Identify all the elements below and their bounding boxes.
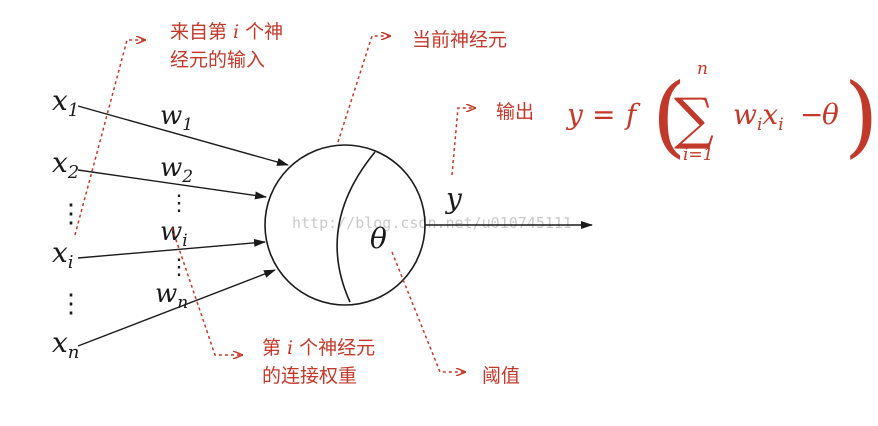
input-vdots-1: ⋮ bbox=[58, 199, 84, 229]
input-xi: xi bbox=[52, 236, 74, 273]
annotation-weight-line2: 的连接权重 bbox=[262, 365, 357, 387]
annotation-output-label: 输出 bbox=[496, 101, 534, 123]
formula-sum-lower: i=1 bbox=[683, 145, 714, 165]
leader-threshold bbox=[391, 251, 465, 372]
formula-minus: − bbox=[800, 98, 823, 131]
leader-output bbox=[451, 108, 475, 176]
watermark: http://blog.csdn.net/u010745111 bbox=[292, 214, 572, 232]
input-x1: x1 bbox=[52, 84, 79, 121]
input-vdots-2: ⋮ bbox=[58, 289, 84, 319]
annotation-input-line2: 经元的输入 bbox=[170, 49, 265, 71]
formula-sum-upper: n bbox=[697, 59, 708, 79]
leader-current-neuron bbox=[337, 36, 390, 143]
formula-equals: = bbox=[592, 98, 615, 131]
weight-vdots-2: ⋮ bbox=[168, 255, 190, 280]
formula-sum: ∑ bbox=[674, 87, 714, 152]
leader-input bbox=[74, 40, 145, 236]
annotation-current-neuron: 当前神经元 bbox=[412, 29, 507, 51]
weight-w1: w1 bbox=[160, 101, 193, 135]
formula-theta: θ bbox=[822, 98, 839, 131]
annotation-threshold: 阈值 bbox=[482, 365, 520, 387]
formula-y: y bbox=[565, 98, 584, 131]
output-y: y bbox=[444, 182, 463, 215]
formula-w: wixi bbox=[733, 98, 784, 135]
weight-wn: wn bbox=[155, 279, 188, 313]
neuron-divider bbox=[336, 151, 376, 303]
input-x2: x2 bbox=[52, 146, 79, 183]
input-arrow-1 bbox=[77, 105, 289, 166]
formula-right-paren: ) bbox=[844, 64, 878, 167]
weight-vdots-1: ⋮ bbox=[168, 191, 190, 216]
weight-w2: w2 bbox=[160, 153, 193, 187]
input-xn: xn bbox=[52, 326, 79, 363]
threshold-theta: θ bbox=[370, 222, 387, 255]
formula-f: f bbox=[624, 98, 641, 131]
input-arrow-i bbox=[77, 238, 266, 259]
input-arrow-2 bbox=[77, 169, 267, 200]
formula-left-paren: ( bbox=[652, 64, 686, 167]
input-arrow-n bbox=[77, 269, 276, 347]
output-formula: y = f ( n ∑ i=1 wixi − θ ) bbox=[565, 59, 878, 167]
weight-wi: wi bbox=[160, 217, 188, 251]
leader-weight bbox=[171, 227, 242, 355]
